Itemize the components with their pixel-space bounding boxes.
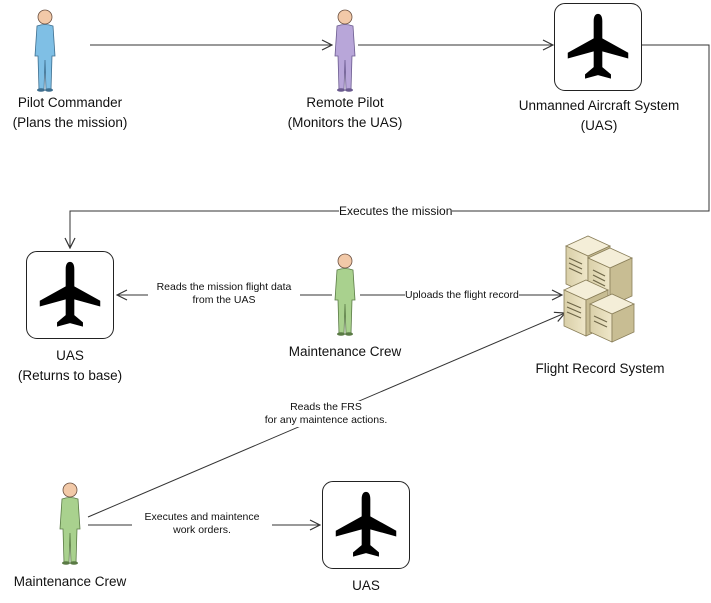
remote-pilot-label: Remote Pilot (Monitors the UAS) [275, 93, 415, 133]
maintenance-crew-2-label: Maintenance Crew [13, 574, 127, 589]
executes-orders-line1: Executes and maintence [144, 511, 260, 523]
server-icon [563, 235, 635, 343]
uas-return-label: UAS (Returns to base) [0, 346, 140, 386]
edge-uas-executes-mission [70, 44, 710, 248]
pilot-commander-node [30, 8, 60, 92]
reads-frs-line1: Reads the FRS [290, 401, 362, 413]
pilot-commander-name: Pilot Commander [17, 95, 123, 110]
uas-return-node [26, 251, 114, 339]
person-icon [334, 9, 356, 92]
remote-pilot-node [330, 8, 360, 92]
airplane-icon [335, 491, 397, 557]
uas-system-role: (UAS) [580, 118, 618, 133]
executes-orders-line2: work orders. [173, 524, 231, 536]
remote-pilot-name: Remote Pilot [306, 95, 384, 110]
remote-pilot-role: (Monitors the UAS) [287, 115, 403, 130]
airplane-icon [39, 261, 101, 327]
reads-flight-data-line2: from the UAS [192, 294, 256, 306]
flight-record-system-label: Flight Record System [535, 361, 665, 376]
uas-final-node [322, 481, 410, 569]
maintenance-crew-1-label: Maintenance Crew [288, 344, 402, 359]
uas-system-node [554, 3, 642, 91]
reads-frs-line2: for any maintence actions. [264, 414, 388, 426]
uas-system-name: Unmanned Aircraft System [518, 98, 680, 113]
reads-flight-data-line1: Reads the mission flight data [156, 281, 292, 293]
maintenance-crew-2-node [55, 481, 85, 565]
uas-return-role: (Returns to base) [17, 368, 123, 383]
edge-label-executes-mission: Executes the mission [339, 204, 453, 218]
person-icon [59, 482, 81, 565]
pilot-commander-role: (Plans the mission) [12, 115, 128, 130]
edge-label-reads-frs: Reads the FRS for any maintence actions. [258, 401, 394, 427]
maintenance-crew-1-node [330, 252, 360, 336]
edge-label-executes-orders: Executes and maintence work orders. [132, 511, 272, 537]
uas-system-label: Unmanned Aircraft System (UAS) [499, 96, 699, 136]
edge-label-uploads-record: Uploads the flight record [405, 289, 519, 302]
airplane-icon [567, 13, 629, 79]
person-icon [34, 9, 56, 92]
uas-final-label: UAS [352, 578, 380, 593]
flight-record-system-node [560, 232, 638, 344]
edge-label-reads-flight-data: Reads the mission flight data from the U… [148, 281, 300, 307]
pilot-commander-label: Pilot Commander (Plans the mission) [0, 93, 140, 133]
uas-return-name: UAS [56, 348, 84, 363]
person-icon [334, 253, 356, 336]
